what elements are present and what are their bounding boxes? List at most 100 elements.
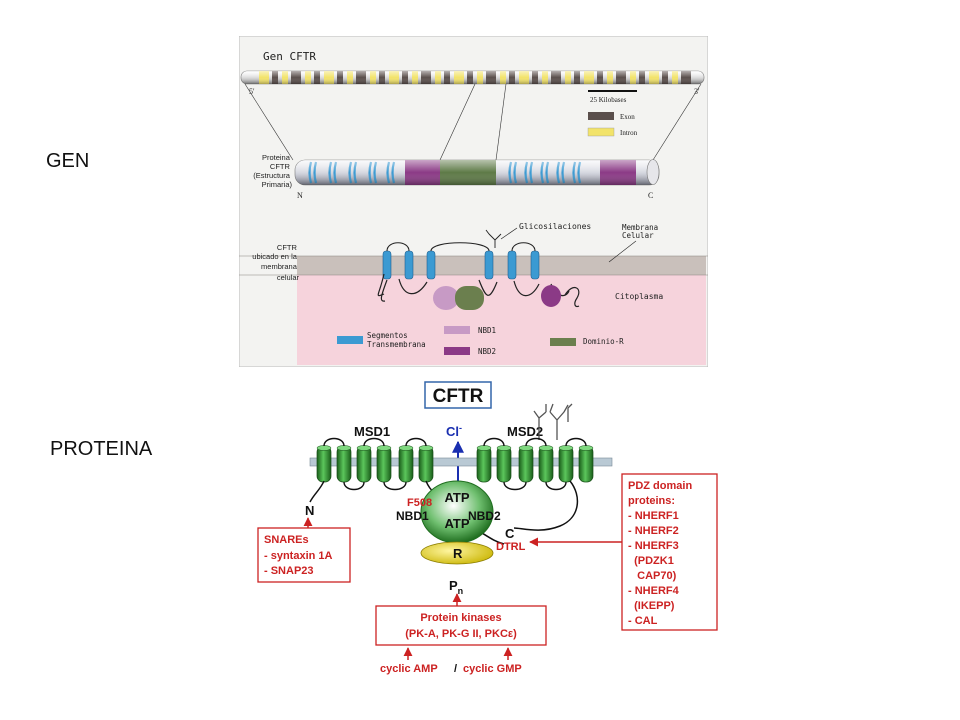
atp-upper-label: ATP [444, 490, 469, 505]
helix-connector-loop [405, 437, 427, 447]
protein-primary-label-line: Primaria) [262, 180, 293, 189]
phospho-p: P [449, 578, 458, 593]
cytoplasm-label: Citoplasma [615, 292, 663, 301]
msd-helix [476, 445, 492, 483]
kinase-box [375, 605, 547, 646]
msd-helix-top [578, 445, 594, 451]
c-terminal-chain [481, 532, 505, 545]
chloride-charge: - [459, 423, 462, 433]
n-terminal-label: N [297, 191, 303, 200]
exon-legend-swatch [588, 112, 614, 120]
pdz-line: - NHERF2 [628, 525, 679, 537]
msd-helix [518, 445, 534, 483]
msd-helices [316, 437, 594, 491]
nbd2-label: NBD2 [468, 509, 501, 523]
protein-primary-label-line: Proteina [262, 153, 291, 162]
msd-helix [356, 445, 372, 483]
cytoplasm-region [297, 259, 706, 365]
helix-connector-loop [363, 437, 385, 447]
pdz-text: PDZ domain proteins: - NHERF1 - NHERF2 -… [250, 378, 707, 627]
msd-helix-top [496, 445, 512, 451]
extracellular-loop [511, 242, 536, 252]
r-legend-swatch [550, 338, 576, 346]
msd-helix [316, 445, 332, 483]
intron-legend-label: Intron [620, 129, 638, 137]
protein-tube [294, 159, 660, 186]
r-domain-label: R [453, 546, 463, 561]
membrane-label: Membrana Celular [622, 223, 663, 240]
camp-label: cyclic AMP [380, 663, 438, 675]
msd-helix-top [316, 445, 332, 451]
glycosylation-arrow [500, 227, 518, 240]
gene-diagram: Gen CFTR 5' 3' 25 Kilobases Exon Intron … [239, 36, 708, 367]
membrane-band [309, 457, 613, 467]
phosphorylation-label: Pn [449, 578, 463, 596]
slash-label: / [454, 663, 457, 675]
pdz-line: - CAL [628, 615, 658, 627]
tm-legend-label: Segmentos Transmembrana [367, 331, 426, 349]
glycan-icon [485, 229, 502, 248]
pdz-line: - NHERF4 [628, 585, 680, 597]
tm-helix [404, 250, 414, 280]
snares-line: - syntaxin 1A [264, 550, 333, 562]
helix-connector-loop [383, 481, 407, 491]
extracellular-loop [430, 242, 490, 252]
msd-helix [376, 445, 392, 483]
n-terminal-label: N [305, 503, 314, 518]
tm-helix [530, 250, 540, 280]
msd-helix-top [518, 445, 534, 451]
nbd1-membrane-domain [433, 286, 459, 310]
msd-helix-top [558, 445, 574, 451]
gene-title: Gen CFTR [263, 50, 316, 63]
cftr-membrane-label-line: celular [277, 273, 300, 282]
nbd1-legend-swatch [444, 326, 470, 334]
snares-line: SNAREs [264, 534, 309, 546]
msd-helix-top [336, 445, 352, 451]
protein-primary-label: Proteina CFTR (Estructura Primaria) [253, 153, 292, 189]
msd-helix-top [476, 445, 492, 451]
n-terminal-chain [309, 480, 325, 503]
nbd2-legend-label: NBD2 [478, 347, 496, 356]
intron-legend-swatch [587, 127, 615, 137]
gene-side-label: GEN [46, 150, 90, 172]
cell-membrane [297, 256, 706, 275]
tm-helix [484, 250, 494, 280]
chloride-symbol: Cl [446, 424, 459, 439]
snares-box [257, 527, 351, 583]
pdz-line: CAP70) [628, 570, 677, 582]
cftr-membrane-label-line: CFTR [277, 243, 298, 252]
tm-legend-swatch [337, 336, 363, 344]
msd-helix [558, 445, 574, 483]
chloride-label: Cl- [446, 423, 462, 439]
membrane-label-line: Membrana [622, 223, 658, 232]
helix-connector-loop [483, 437, 505, 447]
r-membrane-domain [455, 286, 484, 310]
msd-helix [398, 445, 414, 483]
msd-helix [418, 445, 434, 483]
gene-tube [240, 70, 705, 85]
nbd1-legend-label: NBD1 [478, 326, 496, 335]
protein-primary-label-line: (Estructura [253, 171, 291, 180]
msd-helix-top [398, 445, 414, 451]
projection-lines [244, 83, 702, 161]
nbd1-label: NBD1 [396, 509, 429, 523]
msd1-label: MSD1 [354, 424, 390, 439]
protein-diagram: CFTR MSD1 MSD2 Cl- ATP ATP NBD1 NBD2 F50… [250, 378, 718, 675]
exon-legend-label: Exon [620, 113, 635, 121]
protein-primary-label-line: CFTR [270, 162, 291, 171]
glycan-trees-icon [533, 403, 573, 440]
helix-connector-loop [343, 481, 365, 491]
msd-helix [578, 445, 594, 483]
pdz-line: (PDZK1 [628, 555, 674, 567]
n-terminal-tail [380, 279, 388, 302]
pdz-line: proteins: [628, 495, 675, 507]
f508-label: F508 [407, 497, 432, 509]
helix-connector-loop [323, 437, 345, 447]
nbd2-legend-swatch [444, 347, 470, 355]
tm-helix [426, 250, 436, 280]
r-domain [420, 541, 494, 565]
membrane-label-line: Celular [622, 231, 654, 240]
kinase-list: (PK-A, PK-G II, PKCε) [405, 628, 517, 640]
membrane-pointer [608, 240, 637, 263]
msd-helix-top [356, 445, 372, 451]
